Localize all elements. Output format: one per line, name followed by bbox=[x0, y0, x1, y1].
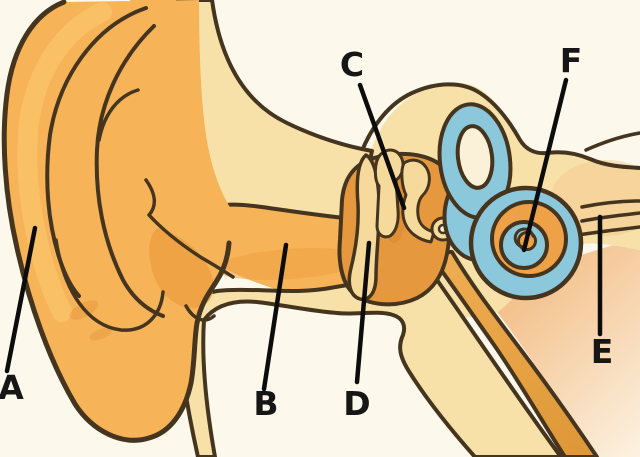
concha-edge bbox=[144, 178, 235, 279]
leader-lines bbox=[4, 77, 603, 392]
malleus bbox=[373, 148, 405, 239]
label-f: F bbox=[560, 41, 583, 80]
pinna-fill bbox=[4, 0, 234, 441]
antihelix-branch bbox=[97, 88, 140, 142]
leader-line-a bbox=[4, 225, 38, 374]
label-b: B bbox=[253, 384, 278, 423]
label-a: A bbox=[0, 368, 24, 407]
eustachian-tube bbox=[426, 250, 599, 457]
incus bbox=[400, 158, 436, 244]
lobe-shading bbox=[89, 327, 113, 341]
tragus-notch bbox=[184, 304, 216, 322]
concha-shading bbox=[149, 228, 214, 308]
leader-line-c bbox=[357, 82, 407, 211]
outer-ear-pinna bbox=[1, 0, 235, 443]
label-d: D bbox=[343, 384, 370, 423]
label-c: C bbox=[340, 45, 364, 84]
earlobe-fold bbox=[54, 238, 165, 332]
ossicles bbox=[373, 148, 456, 244]
labels: A B C D E F bbox=[0, 41, 613, 423]
pinna-outer-contour bbox=[1, 0, 232, 443]
ear-canal bbox=[215, 248, 365, 280]
label-e: E bbox=[591, 332, 614, 371]
leader-line-f bbox=[521, 77, 569, 253]
leader-line-b bbox=[261, 242, 289, 392]
antihelix-fold bbox=[94, 24, 165, 318]
leader-line-d bbox=[354, 240, 372, 385]
semicircular-canals bbox=[437, 102, 513, 220]
bone-dome-outline bbox=[356, 82, 640, 170]
skull-line bbox=[584, 131, 640, 152]
helix-rim-highlight bbox=[17, 2, 112, 322]
auditory-nerve bbox=[576, 199, 640, 237]
